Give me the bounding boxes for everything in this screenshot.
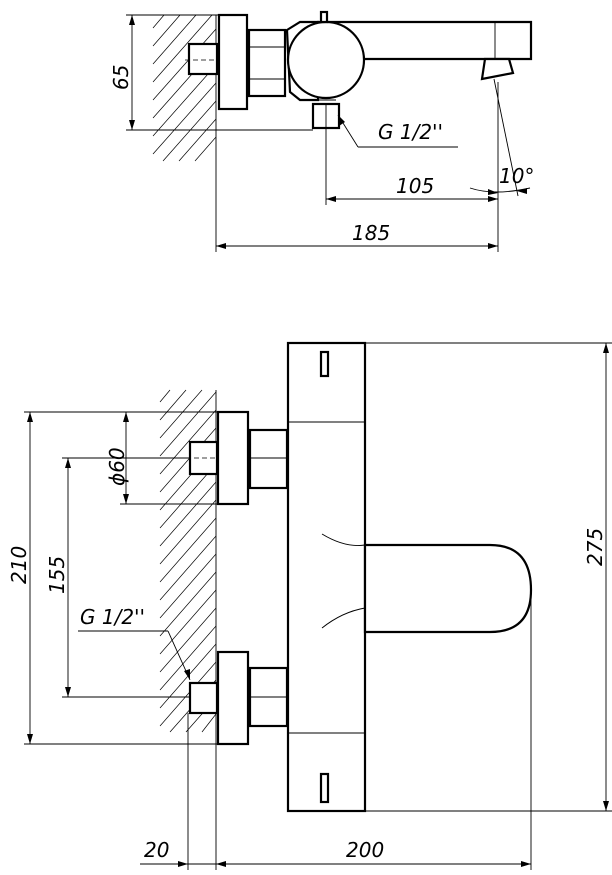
top-hex-nut: [247, 28, 287, 98]
top-thread-leader: G 1/2'': [337, 114, 458, 148]
front-lower-pipe-stub: [188, 681, 219, 715]
top-knob-marker: [319, 10, 329, 24]
top-dim-depth-text: 185: [352, 221, 390, 245]
front-upper-hex-nut: [248, 428, 289, 490]
front-spacing-outer-text: 210: [7, 546, 31, 584]
front-lower-indicator: [319, 772, 330, 804]
front-lower-escutcheon: [216, 650, 250, 746]
front-mixer-body: [286, 341, 367, 813]
top-view: 65 G 1/2'' 105 185: [109, 10, 534, 252]
top-dim-105: 105: [325, 82, 499, 252]
front-upper-indicator: [319, 350, 330, 378]
top-thermostat-circle: [286, 20, 366, 100]
front-dim-210: 210: [7, 411, 220, 745]
front-upper-escutcheon: [216, 410, 250, 506]
top-dim-65: 65: [109, 14, 313, 131]
top-dim-185: 185: [215, 160, 498, 252]
front-projection-text: 200: [346, 838, 384, 862]
front-wall-text: 20: [144, 838, 169, 862]
front-spacing-inner-text: 155: [45, 556, 69, 594]
top-escutcheon: [217, 13, 249, 111]
front-thread-label: G 1/2'': [80, 605, 145, 629]
front-spout: [363, 543, 533, 634]
top-pipe-stub: [187, 42, 219, 76]
top-dim-height-text: 65: [109, 65, 133, 90]
top-dim-outlet-text: 105: [396, 174, 434, 198]
front-diameter-text: ϕ60: [105, 447, 129, 486]
top-angle-10: 10°: [469, 78, 534, 197]
front-view: ϕ60 210 155 G 1/2'': [7, 341, 612, 870]
top-angle-text: 10°: [499, 164, 534, 188]
front-height-text: 275: [583, 528, 607, 566]
front-dim-155: 155: [45, 457, 190, 698]
top-wall-hatching: [152, 14, 217, 162]
front-thread-leader: G 1/2'': [78, 605, 191, 681]
front-dim-bottom: 20 200: [140, 590, 532, 870]
front-dim-275: 275: [365, 342, 612, 812]
top-aerator: [480, 57, 515, 81]
top-thread-label: G 1/2'': [378, 120, 443, 144]
